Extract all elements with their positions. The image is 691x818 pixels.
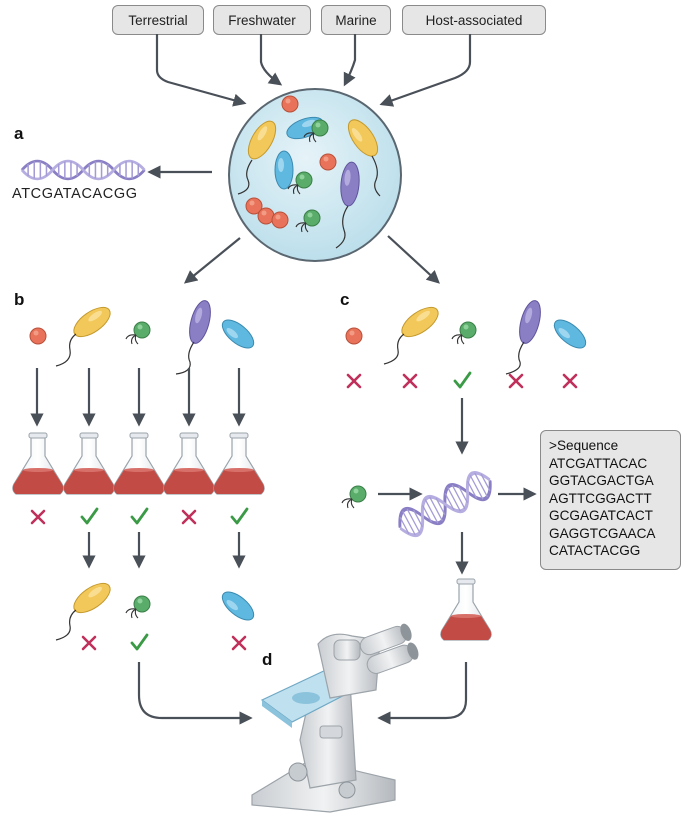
sequence-box: >Sequence ATCGATTACAC GGTACGACTGA AGTTCG… [540, 430, 681, 570]
cross-icon [508, 373, 524, 389]
sequence-line: GAGGTCGAACA [549, 525, 656, 541]
source-box-terrestrial: Terrestrial [112, 5, 204, 35]
cross-icon [30, 509, 46, 525]
source-box-host-associated: Host-associated [402, 5, 546, 35]
panel-label-b: b [14, 290, 25, 309]
panel-label-c: c [340, 290, 350, 309]
panel-c-cells [345, 297, 591, 375]
dna-sequence-label: ATCGATACACGG [12, 186, 138, 202]
cross-icon [562, 373, 578, 389]
sequence-line: CATACTACGG [549, 543, 641, 558]
arrow-c-to-microscope [377, 662, 468, 725]
check-icon [80, 507, 99, 525]
sequence-line: ATCGATTACAC [549, 455, 648, 471]
panel-label-a: a [14, 124, 24, 143]
sequence-header: >Sequence [549, 438, 619, 453]
arrow-b-to-microscope [137, 662, 253, 725]
check-icon [453, 371, 472, 389]
source-arrows [155, 34, 472, 107]
cross-icon [402, 373, 418, 389]
source-box-marine: Marine [321, 5, 391, 35]
check-icon [130, 507, 149, 525]
sequence-line: AGTTCGGACTT [549, 490, 652, 506]
arrow-to-panel-b [183, 237, 241, 284]
flask-icon [440, 578, 492, 641]
cross-icon [346, 373, 362, 389]
panel-b-arrows-second [82, 532, 246, 569]
panel-label-d: d [262, 650, 273, 669]
cross-icon [231, 635, 247, 651]
arrow-to-panel-c [387, 235, 440, 284]
dna-helix-icon [20, 159, 146, 181]
panel-b-arrows [30, 368, 246, 427]
check-icon [230, 507, 249, 525]
panel-b-cells [29, 297, 259, 375]
sequence-line: GCGAGATCACT [549, 508, 653, 523]
microscope-icon [251, 623, 419, 813]
cross-icon [81, 635, 97, 651]
dna-helix-icon [391, 465, 499, 543]
sample-community-circle [228, 88, 402, 262]
sequence-line: GGTACGACTGA [549, 473, 654, 488]
flask-icon [12, 432, 265, 495]
panel-b-isolates [55, 577, 259, 641]
panel-c-isolate-cell [341, 485, 367, 509]
check-icon [130, 633, 149, 651]
cross-icon [181, 509, 197, 525]
